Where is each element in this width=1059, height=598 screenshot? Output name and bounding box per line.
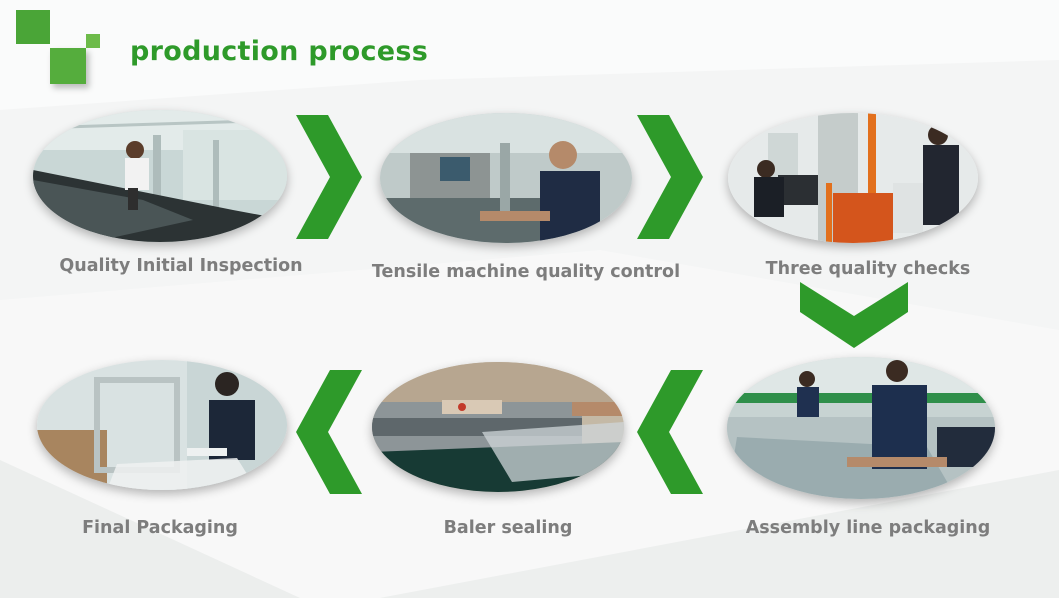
photo-tensile-machine [380, 113, 632, 243]
step-label-assembly-line-packaging: Assembly line packaging [745, 518, 991, 538]
page-title: production process [130, 36, 429, 67]
logo-square-small [86, 34, 100, 48]
step-label-quality-initial-inspection: Quality Initial Inspection [59, 256, 303, 276]
photo-three-quality-checks [728, 113, 978, 243]
step-label-final-packaging: Final Packaging [82, 518, 238, 538]
photo-final-packaging [37, 360, 287, 490]
chevron-down-icon [800, 282, 908, 348]
chevron-right-icon [637, 115, 703, 239]
step-label-baler-sealing: Baler sealing [443, 518, 573, 538]
logo-square-medium [50, 48, 86, 84]
photo-baler-sealing [372, 362, 624, 492]
step-label-three-quality-checks: Three quality checks [765, 259, 971, 279]
chevron-left-icon [637, 370, 703, 494]
logo-square-large [16, 10, 50, 44]
photo-quality-initial-inspection [33, 110, 287, 242]
step-label-tensile-machine: Tensile machine quality control [371, 262, 681, 282]
chevron-left-icon [296, 370, 362, 494]
photo-assembly-line-packaging [727, 357, 995, 499]
chevron-right-icon [296, 115, 362, 239]
